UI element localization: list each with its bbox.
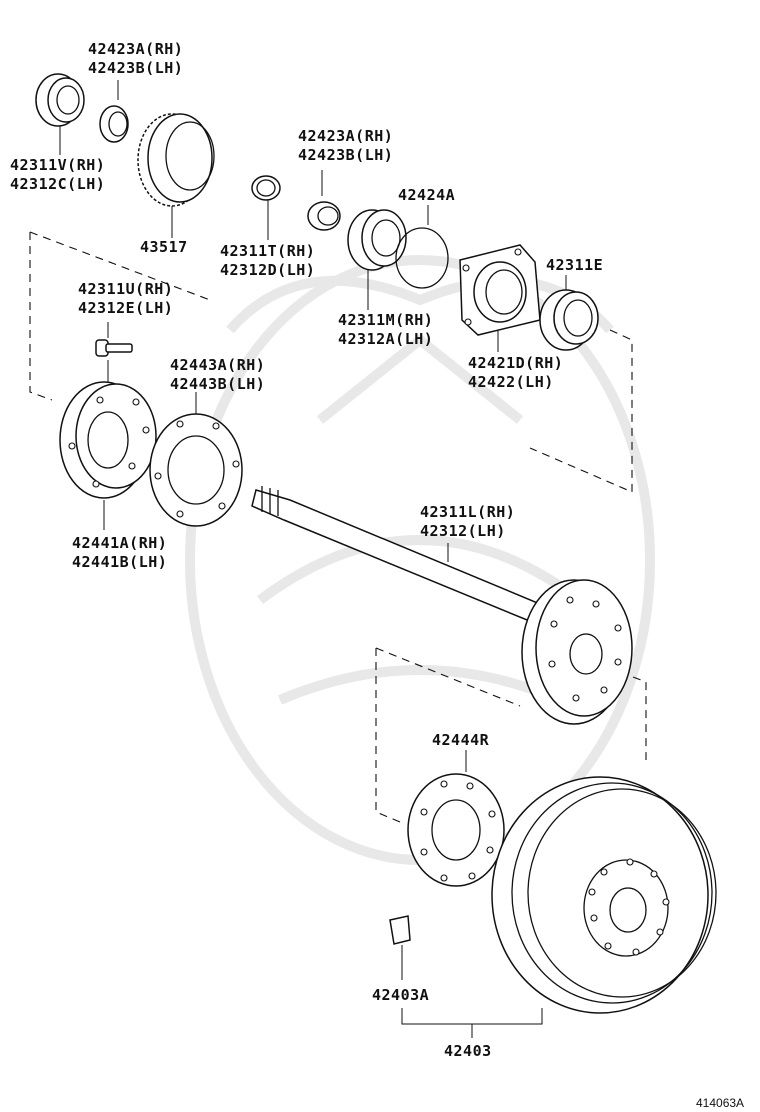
drum-clip-part xyxy=(389,915,411,945)
bearing-second-part xyxy=(307,201,341,231)
label-line: 42312(LH) xyxy=(420,522,506,540)
label-line: 42441A(RH) xyxy=(72,534,168,552)
label-line: 42403 xyxy=(444,1042,492,1060)
label-line: 42403A xyxy=(372,986,430,1004)
label-line: 42311E xyxy=(546,256,604,274)
label-line: 42443B(LH) xyxy=(170,375,266,393)
label-42403: 42403 xyxy=(444,1042,492,1061)
label-line: 42441B(LH) xyxy=(72,553,168,571)
label-42441a: 42441A(RH) 42441B(LH) xyxy=(72,534,167,572)
label-line: 42312D(LH) xyxy=(220,261,316,279)
label-line: 42312E(LH) xyxy=(78,299,174,317)
label-42424a: 42424A xyxy=(398,186,455,205)
gasket-part xyxy=(149,413,243,527)
label-line: 42422(LH) xyxy=(468,373,554,391)
label-line: 42443A(RH) xyxy=(170,356,266,374)
drum-gasket-part xyxy=(407,773,505,887)
o-ring-part xyxy=(395,227,449,289)
brake-drum-part xyxy=(491,776,717,1014)
label-42311l: 42311L(RH) 42312(LH) xyxy=(420,503,515,541)
label-line: 42423B(LH) xyxy=(88,59,184,77)
wheel-bearing-part xyxy=(347,209,407,271)
label-line: 42444R xyxy=(432,731,490,749)
label-line: 43517 xyxy=(140,238,188,256)
label-line: 42421D(RH) xyxy=(468,354,564,372)
gear-ring-part xyxy=(137,113,215,207)
label-42311v: 42311V(RH) 42312C(LH) xyxy=(10,156,105,194)
label-42311u: 42311U(RH) 42312E(LH) xyxy=(78,280,173,318)
backing-plate-part xyxy=(59,381,157,499)
label-43517: 43517 xyxy=(140,238,188,257)
label-line: 42424A xyxy=(398,186,456,204)
figure-code: 414063A xyxy=(696,1096,745,1110)
hub-bolt-part xyxy=(95,339,133,357)
assembly-dashed-lines xyxy=(29,231,647,823)
label-line: 42423A(RH) xyxy=(298,127,394,145)
label-42421d: 42421D(RH) 42422(LH) xyxy=(468,354,563,392)
label-42311t: 42311T(RH) 42312D(LH) xyxy=(220,242,315,280)
label-42444r: 42444R xyxy=(432,731,489,750)
label-42443a: 42443A(RH) 42443B(LH) xyxy=(170,356,265,394)
snap-ring-part xyxy=(251,175,281,201)
label-line: 42312C(LH) xyxy=(10,175,106,193)
label-line: 42311T(RH) xyxy=(220,242,316,260)
leader-lines xyxy=(59,80,567,1038)
label-42311m: 42311M(RH) 42312A(LH) xyxy=(338,311,433,349)
label-42423a-second: 42423A(RH) 42423B(LH) xyxy=(298,127,393,165)
bearing-retainer-part xyxy=(459,244,541,336)
label-line: 42311U(RH) xyxy=(78,280,174,298)
label-line: 42312A(LH) xyxy=(338,330,434,348)
label-42423a: 42423A(RH) 42423B(LH) xyxy=(88,40,183,78)
label-42403a: 42403A xyxy=(372,986,429,1005)
label-line: 42423B(LH) xyxy=(298,146,394,164)
label-line: 42423A(RH) xyxy=(88,40,184,58)
label-line: 42311M(RH) xyxy=(338,311,434,329)
label-line: 42311L(RH) xyxy=(420,503,516,521)
label-42311e: 42311E xyxy=(546,256,603,275)
outer-oil-seal-part xyxy=(539,289,599,351)
oil-seal-part xyxy=(35,73,85,127)
bearing-small-part xyxy=(99,105,129,143)
axle-shaft-part xyxy=(251,486,633,725)
label-line: 42311V(RH) xyxy=(10,156,106,174)
